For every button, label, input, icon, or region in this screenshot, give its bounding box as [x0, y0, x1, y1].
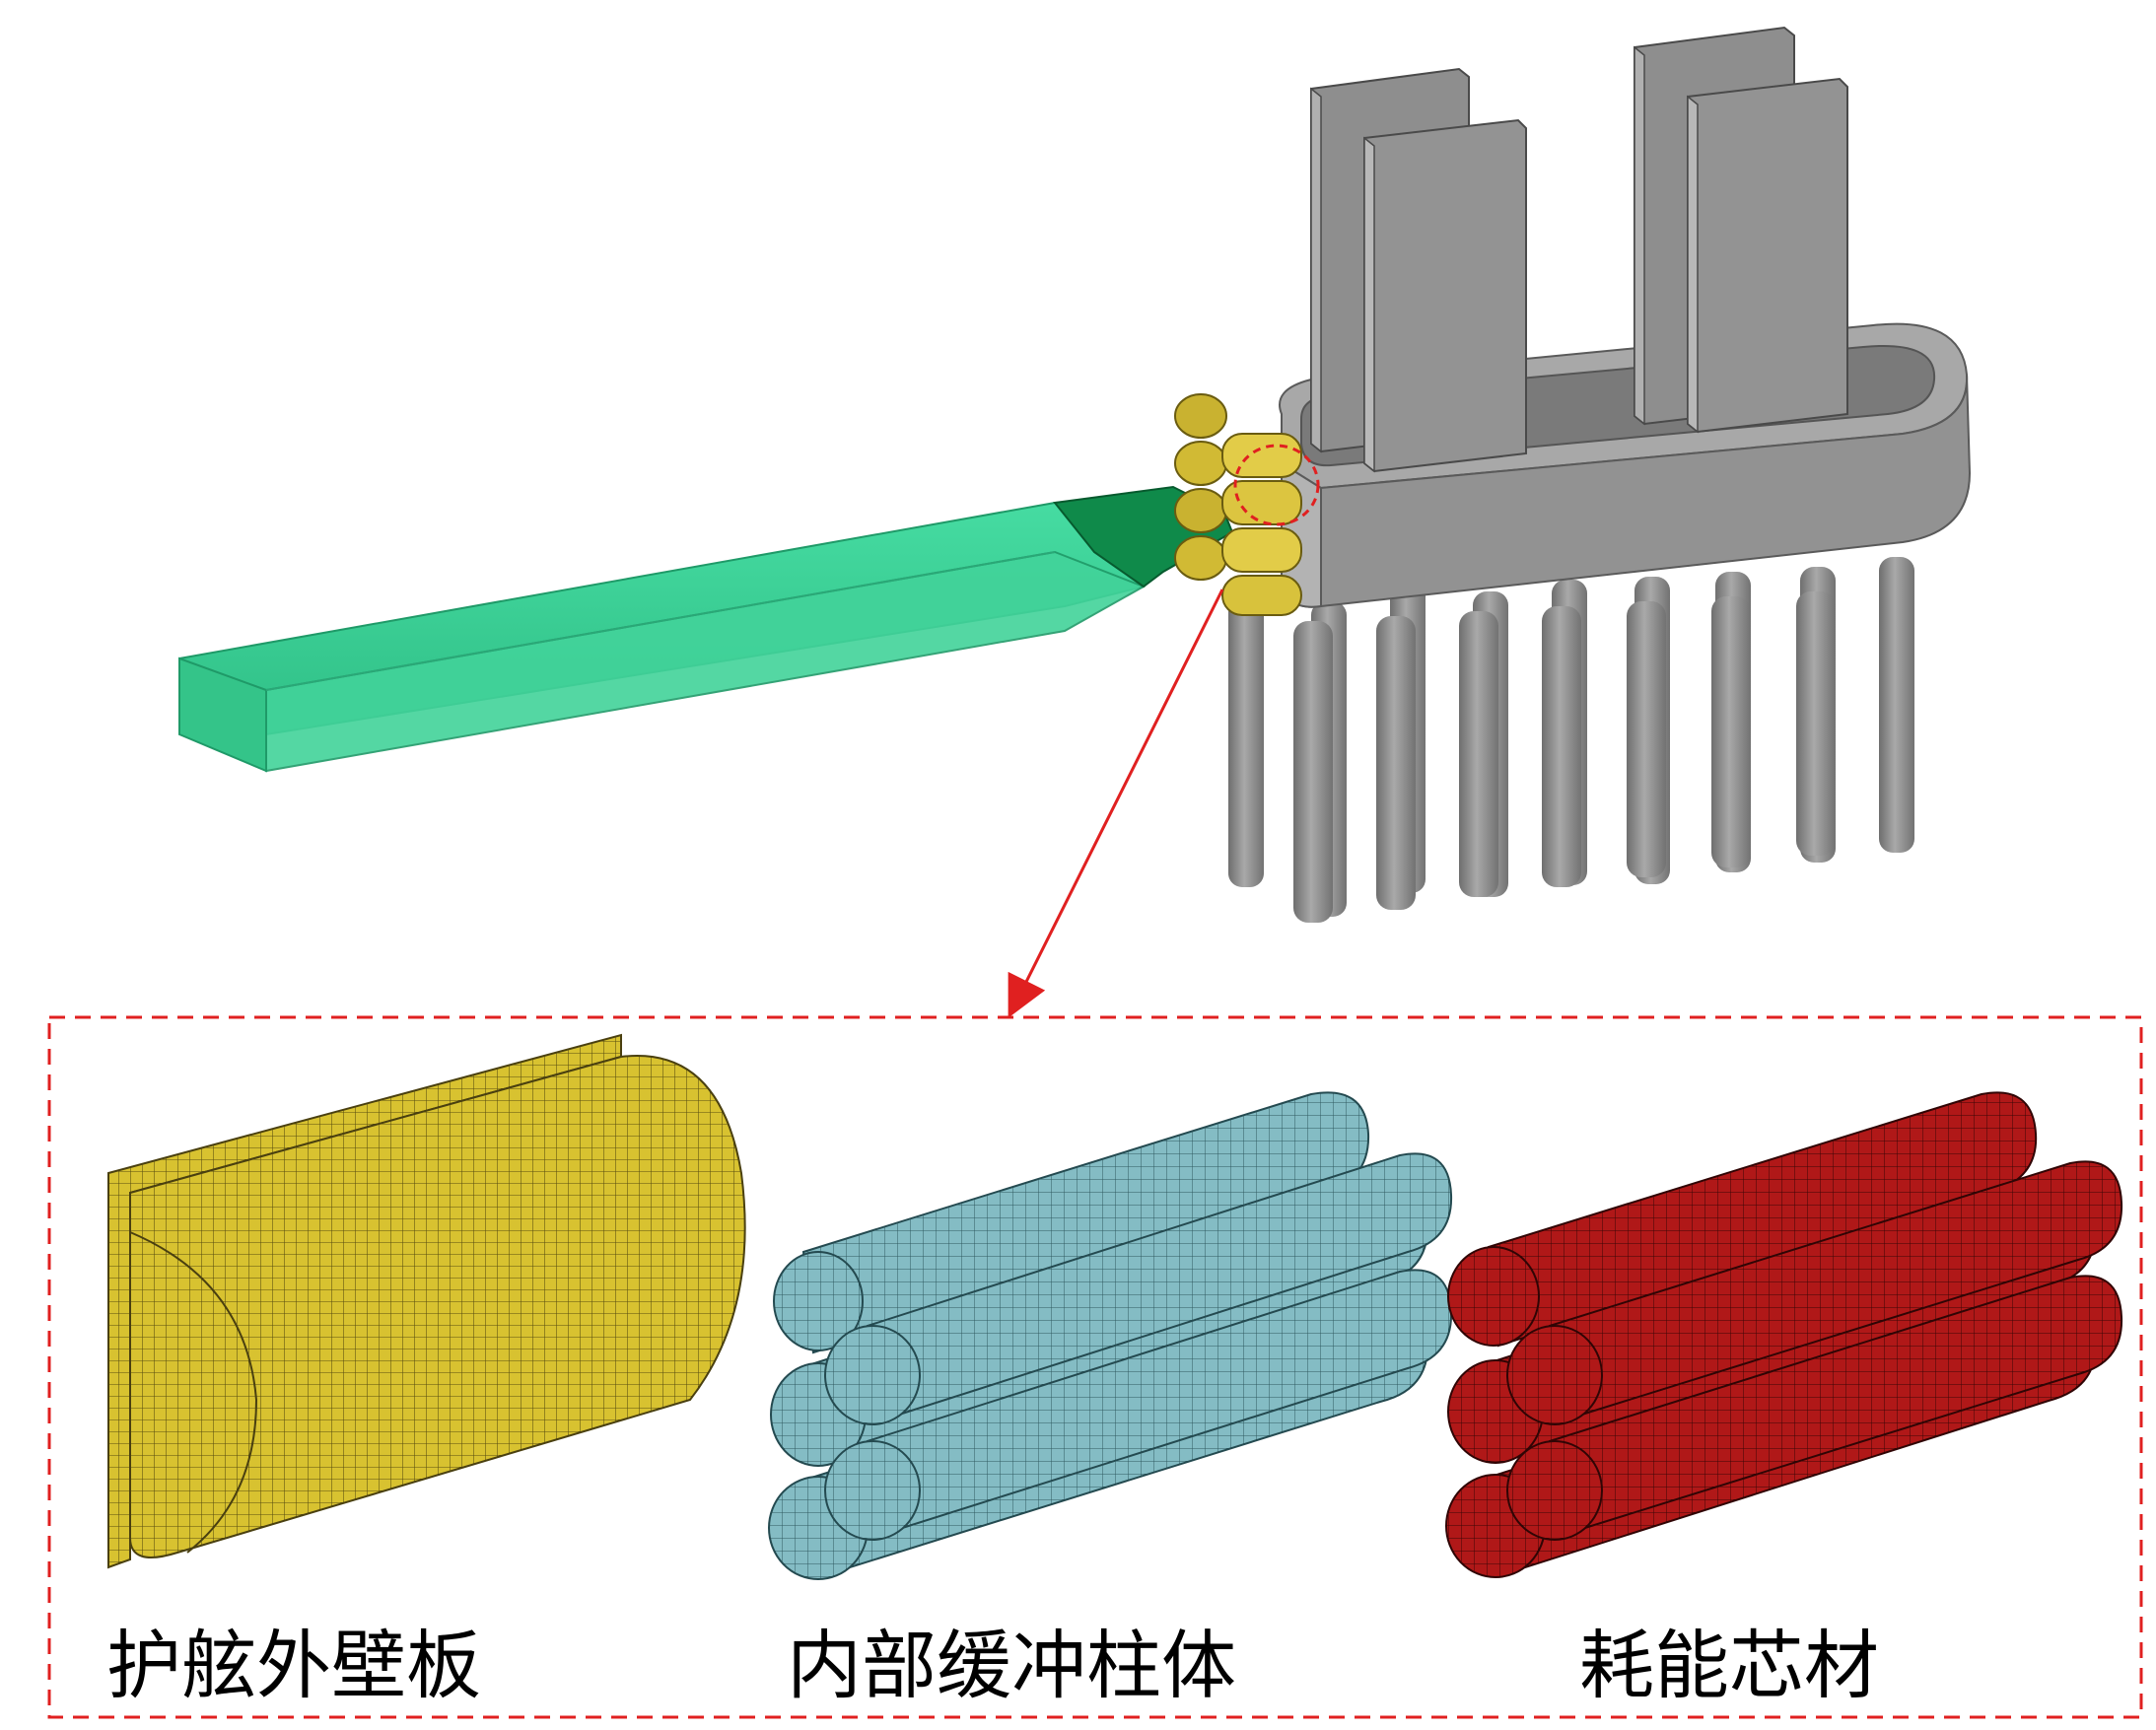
pile: [1459, 611, 1498, 897]
pile: [1228, 591, 1264, 887]
pile: [1711, 596, 1751, 867]
energy-core-mesh: [1445, 1091, 2123, 1578]
pile: [1796, 591, 1836, 856]
pile-group: [1228, 557, 1914, 923]
fender-wall-label: 护舷外壁板: [106, 1622, 481, 1709]
pile: [1293, 621, 1333, 923]
fender-wall-mesh: [107, 1033, 746, 1569]
pile: [1542, 606, 1581, 887]
fender-cylinder: [1221, 433, 1302, 478]
vertical-plates: [1310, 26, 1848, 473]
buffer-columns-label: 内部缓冲柱体: [787, 1622, 1236, 1709]
fender-cylinder: [1221, 480, 1302, 525]
arrow-icon: [1008, 588, 1224, 1018]
fender-cylinder: [1221, 527, 1302, 573]
fender-cylinder: [1174, 441, 1227, 486]
pile: [1376, 616, 1416, 910]
pile: [1879, 557, 1914, 853]
pile: [1627, 601, 1666, 877]
fender-cylinder: [1221, 575, 1302, 616]
fender-cylinder: [1174, 393, 1227, 439]
buffer-columns-mesh: [768, 1091, 1453, 1580]
dashed-circle-icon: [1233, 444, 1320, 526]
detail-panel-frame: [47, 1015, 2143, 1719]
energy-core-label: 耗能芯材: [1579, 1622, 1879, 1709]
fender-cylinder: [1174, 535, 1227, 581]
fender-cylinder: [1174, 488, 1227, 533]
ship-model: [178, 485, 1234, 773]
